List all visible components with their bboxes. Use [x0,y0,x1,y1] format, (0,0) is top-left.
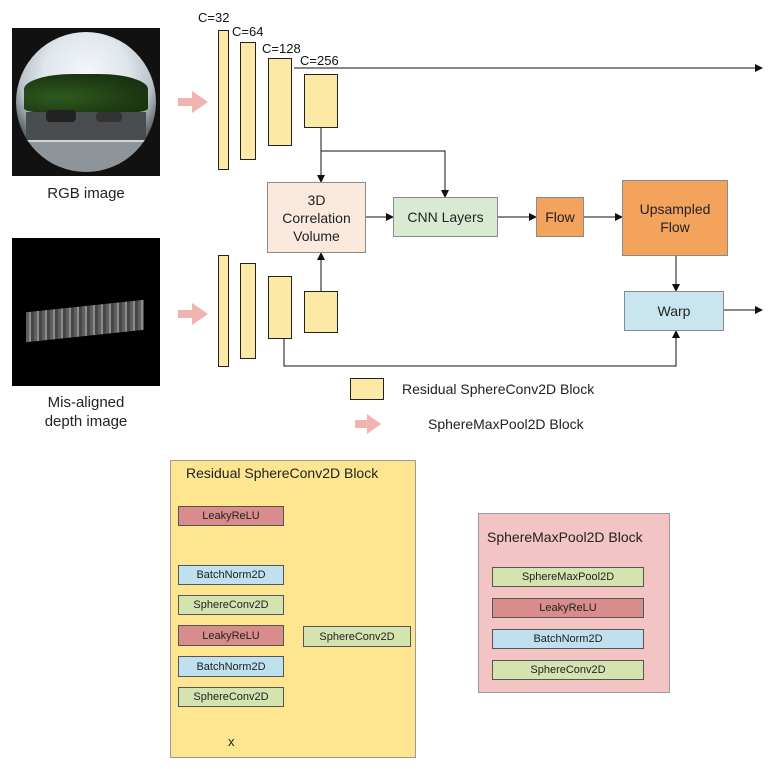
res-layer-leakyrelu-mid: LeakyReLU [178,625,284,646]
res-layer-batchnorm-bottom: BatchNorm2D [178,656,284,677]
correlation-line1: 3D [307,191,326,208]
cnn-layers-box: CNN Layers [393,197,498,237]
depth-caption: Mis-aligned depth image [12,393,160,431]
res-input-label: x [228,734,235,749]
pool-layer-batchnorm: BatchNorm2D [492,629,644,649]
legend-conv-label: Residual SphereConv2D Block [402,381,595,397]
correlation-line2: Correlation [282,209,351,226]
depth-caption-line2: depth image [44,413,128,430]
depth-block-c32 [218,255,229,367]
rgb-block-c128 [268,58,292,146]
residual-panel-title: Residual SphereConv2D Block [186,465,379,481]
legend-pool-label: SphereMaxPool2D Block [428,416,584,432]
res-layer-sphereconv-mid: SphereConv2D [178,595,284,615]
correlation-volume-box: 3D Correlation Volume [267,182,366,253]
upsampled-flow-box: Upsampled Flow [622,180,728,256]
legend-conv-swatch [350,378,384,400]
pool-arrow-legend [355,414,381,434]
depth-block-c128 [268,276,292,339]
depth-image [12,238,160,386]
channel-label-32: C=32 [198,10,230,25]
res-skip-sphereconv: SphereConv2D [303,626,411,647]
upsampled-line2: Flow [660,219,690,235]
pool-panel-title: SphereMaxPool2D Block [487,529,643,545]
res-layer-leakyrelu-top: LeakyReLU [178,506,284,526]
pool-arrow-rgb [178,91,208,113]
pool-layer-maxpool: SphereMaxPool2D [492,567,644,587]
depth-caption-line1: Mis-aligned [47,394,125,411]
correlation-line3: Volume [293,227,340,244]
channel-label-128: C=128 [262,41,301,56]
rgb-block-c32 [218,30,229,170]
depth-block-c64 [240,263,256,359]
warp-box: Warp [624,291,724,331]
rgb-caption: RGB image [47,185,125,202]
res-layer-batchnorm-top: BatchNorm2D [178,565,284,585]
upsampled-line1: Upsampled [639,201,711,217]
rgb-block-c256 [304,74,338,128]
pool-layer-leakyrelu: LeakyReLU [492,598,644,618]
channel-label-64: C=64 [232,24,264,39]
pool-layer-sphereconv: SphereConv2D [492,660,644,680]
res-layer-sphereconv-bottom: SphereConv2D [178,687,284,707]
channel-label-256: C=256 [300,53,339,68]
rgb-block-c64 [240,42,256,160]
flow-box: Flow [536,197,584,237]
depth-block-c256 [304,291,338,333]
pool-arrow-depth [178,303,208,325]
rgb-image [12,28,160,176]
